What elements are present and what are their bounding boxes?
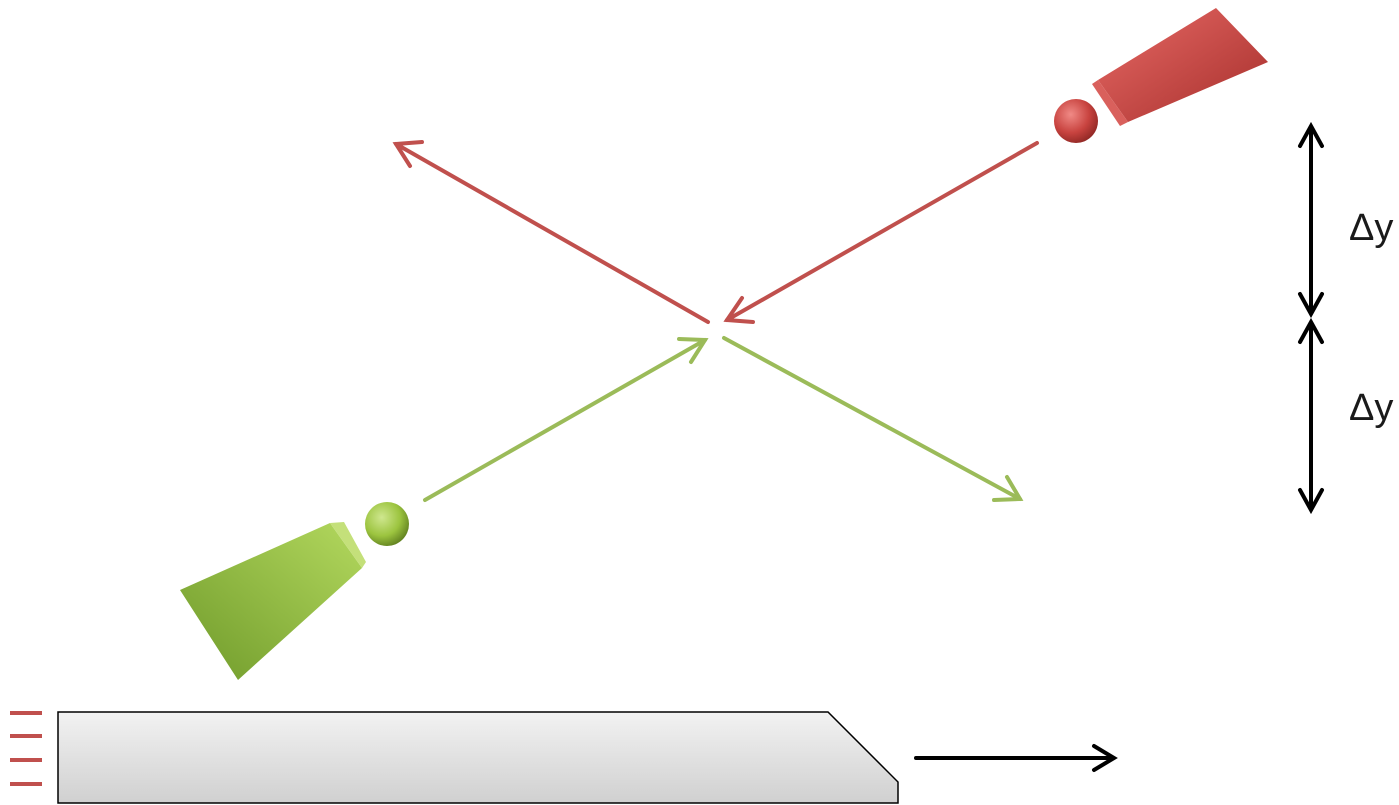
delta-y-lower-label: Δy — [1349, 387, 1393, 429]
delta-y-upper-dimension — [1298, 121, 1324, 319]
delta-y-upper-label: Δy — [1349, 207, 1393, 249]
green-sphere-icon — [365, 502, 409, 546]
slab-motion-arrow — [914, 744, 1118, 772]
slab-edge-marks — [10, 711, 42, 786]
red-incoming-arrow — [723, 141, 1039, 324]
delta-y-lower-dimension — [1298, 317, 1324, 515]
green-incoming-arrow — [423, 337, 709, 502]
red-outgoing-arrow — [392, 140, 710, 324]
green-outgoing-arrow — [722, 336, 1024, 502]
green-cone-emitter-icon — [180, 522, 366, 680]
moving-slab — [57, 711, 899, 804]
red-sphere-icon — [1054, 99, 1098, 143]
red-cone-emitter-icon — [1092, 8, 1268, 126]
